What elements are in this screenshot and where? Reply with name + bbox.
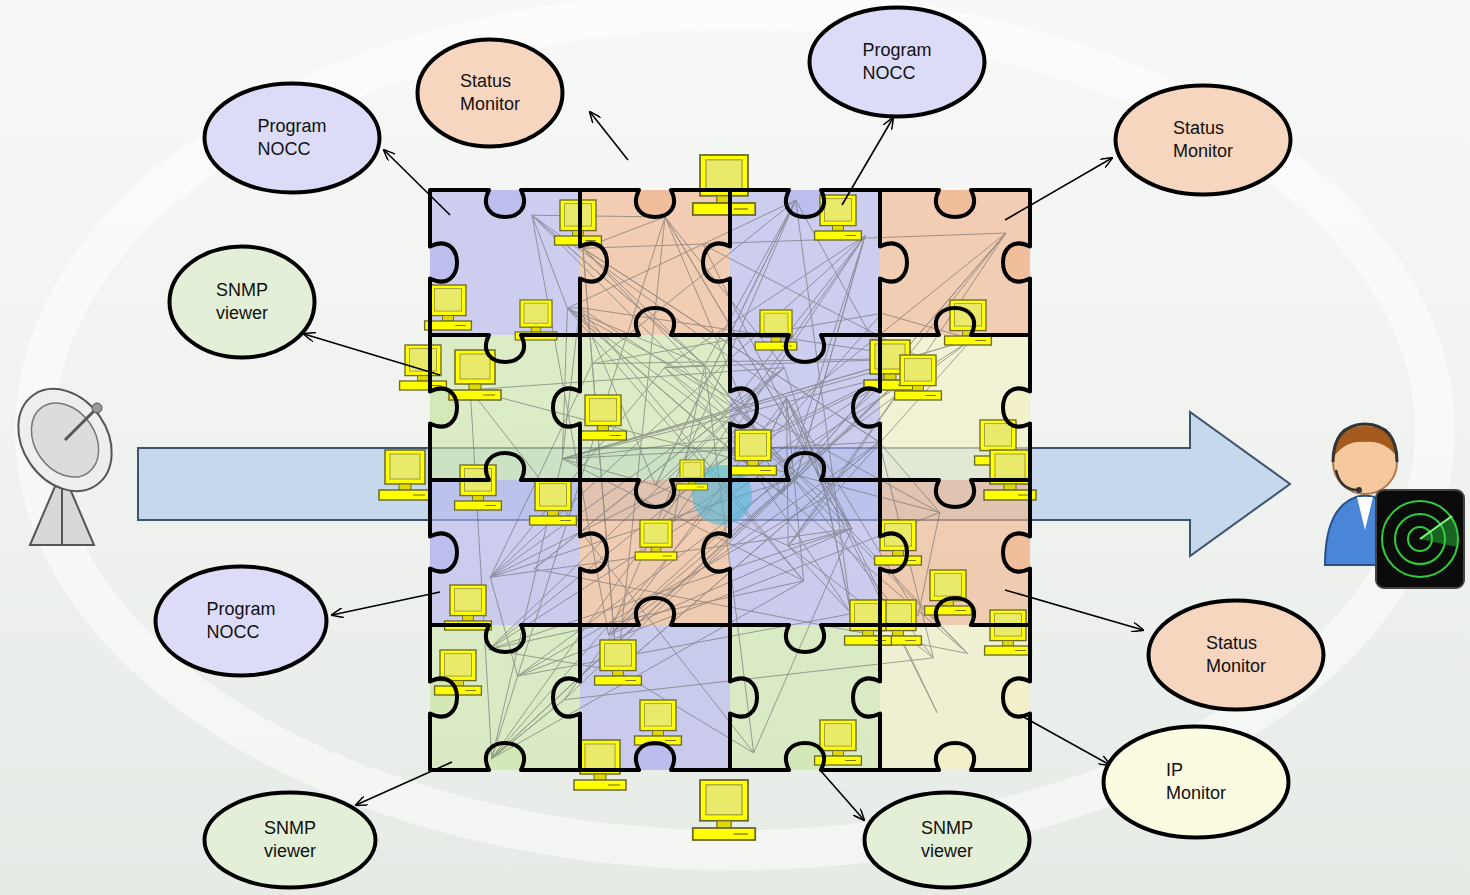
- node-label: Status Monitor: [1173, 117, 1233, 164]
- background-swirl: [35, 10, 1435, 850]
- node-label: Status Monitor: [1206, 632, 1266, 679]
- node-label: Program NOCC: [206, 598, 275, 645]
- viewer-ellipse: Status Monitor: [415, 37, 565, 149]
- viewer-ellipse: SNMP viewer: [862, 790, 1032, 890]
- ellipse-outline: [202, 790, 378, 890]
- viewer-ellipse: Program NOCC: [807, 5, 987, 119]
- satellite-dish: [0, 371, 131, 545]
- ellipse-outline: [415, 37, 565, 149]
- ellipse-outline: [1101, 724, 1291, 840]
- ellipse-outline: [1113, 83, 1293, 197]
- viewer-ellipse: SNMP viewer: [167, 244, 317, 360]
- node-label: IP Monitor: [1166, 759, 1226, 806]
- ellipse-outline: [153, 564, 329, 678]
- ellipse-outline: [202, 81, 382, 195]
- node-label: SNMP viewer: [921, 817, 973, 864]
- viewer-ellipse: Program NOCC: [153, 564, 329, 678]
- ellipse-outline: [862, 790, 1032, 890]
- viewer-ellipse: SNMP viewer: [202, 790, 378, 890]
- leader-arrows: [304, 112, 1143, 820]
- viewer-ellipse: IP Monitor: [1101, 724, 1291, 840]
- ellipse-outline: [1146, 598, 1326, 712]
- viewer-ellipse: Program NOCC: [202, 81, 382, 195]
- ellipse-outline: [167, 244, 317, 360]
- puzzle-network: [379, 155, 1036, 840]
- node-label: SNMP viewer: [216, 279, 268, 326]
- ellipse-outline: [807, 5, 987, 119]
- node-label: Program NOCC: [862, 39, 931, 86]
- radar-screen: [1376, 490, 1464, 588]
- node-label: Program NOCC: [257, 115, 326, 162]
- node-label: Status Monitor: [460, 70, 520, 117]
- viewer-ellipse: Status Monitor: [1113, 83, 1293, 197]
- node-label: SNMP viewer: [264, 817, 316, 864]
- viewer-ellipse: Status Monitor: [1146, 598, 1326, 712]
